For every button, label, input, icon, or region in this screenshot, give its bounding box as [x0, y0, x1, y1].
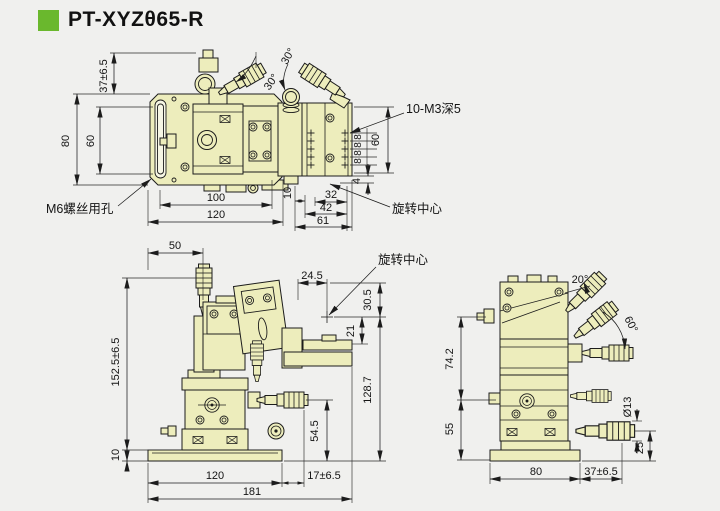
- dim-dia13: Ø13: [622, 397, 634, 418]
- x-micrometer: [256, 391, 309, 409]
- label-rotation-center-top: 旋转中心: [392, 201, 443, 216]
- angle-30-left: 30°: [262, 72, 281, 93]
- dim-37: 37±6.5: [98, 59, 110, 93]
- angle-20: 20°: [572, 274, 589, 286]
- top-view: 37±6.5 80 60 100 120 10 32 42 61 4 8 8 8…: [46, 46, 461, 231]
- angled-micrometer-right: [296, 60, 350, 103]
- dim-24-5: 24.5: [301, 270, 322, 282]
- green-bullet-icon: [38, 9, 59, 31]
- tilted-rotary-block: [232, 279, 290, 355]
- y-stage-block: [242, 105, 279, 173]
- dim-60-right: 60: [370, 134, 382, 146]
- dim-25: 25: [634, 442, 646, 454]
- dim-30-5: 30.5: [362, 289, 374, 310]
- dim-55: 55: [444, 423, 456, 435]
- label-m3-holes: 10-M3深5: [406, 102, 461, 116]
- dim-50: 50: [169, 240, 181, 252]
- y-micrometer: [570, 389, 612, 403]
- theta-micrometer: [581, 344, 634, 362]
- dim-61: 61: [317, 215, 329, 227]
- theta-knob-top: [282, 88, 300, 106]
- label-m6-holes: M6螺丝用孔: [46, 202, 114, 216]
- dim-8-2: 8: [353, 142, 364, 148]
- dim-120-front: 120: [206, 470, 224, 482]
- side-base-plate: [489, 449, 581, 462]
- dim-80-side: 80: [530, 466, 542, 478]
- front-view: 50 152.5±6.5 10 24.5 30.5 21 128.7 54.5 …: [110, 240, 429, 503]
- dim-10: 10: [282, 187, 294, 199]
- dim-17: 17±6.5: [307, 470, 341, 482]
- dim-8-1: 8: [353, 134, 364, 140]
- dim-80: 80: [60, 135, 72, 147]
- dim-181: 181: [243, 486, 261, 498]
- dim-21: 21: [345, 325, 357, 337]
- dim-120: 120: [207, 209, 225, 221]
- dim-42: 42: [320, 202, 332, 214]
- angle-60: 60°: [621, 314, 639, 334]
- dim-128-7: 128.7: [362, 376, 374, 404]
- label-rotation-center-front: 旋转中心: [378, 252, 429, 267]
- dim-8-4: 8: [353, 158, 364, 164]
- dim-60-left: 60: [85, 135, 97, 147]
- dim-74-2: 74.2: [444, 348, 456, 369]
- dim-8-3: 8: [353, 150, 364, 156]
- dim-10-front: 10: [110, 449, 122, 461]
- dim-54-5: 54.5: [309, 420, 321, 441]
- lower-micrometer: [575, 421, 636, 441]
- side-view: 20° 60° 74.2 55 Ø13 25 80 37±6.5: [444, 269, 656, 484]
- front-base-plate: [147, 449, 283, 462]
- dim-100: 100: [207, 192, 225, 204]
- angle-30-right: 30°: [279, 46, 298, 66]
- dim-152: 152.5±6.5: [110, 338, 122, 387]
- dim-37-side: 37±6.5: [584, 466, 618, 478]
- product-title: PT-XYZθ65-R: [68, 8, 204, 31]
- product-header: PT-XYZθ65-R: [38, 8, 204, 32]
- dim-32: 32: [325, 189, 337, 201]
- mid-micrometer: [250, 340, 264, 383]
- dim-4: 4: [351, 178, 363, 184]
